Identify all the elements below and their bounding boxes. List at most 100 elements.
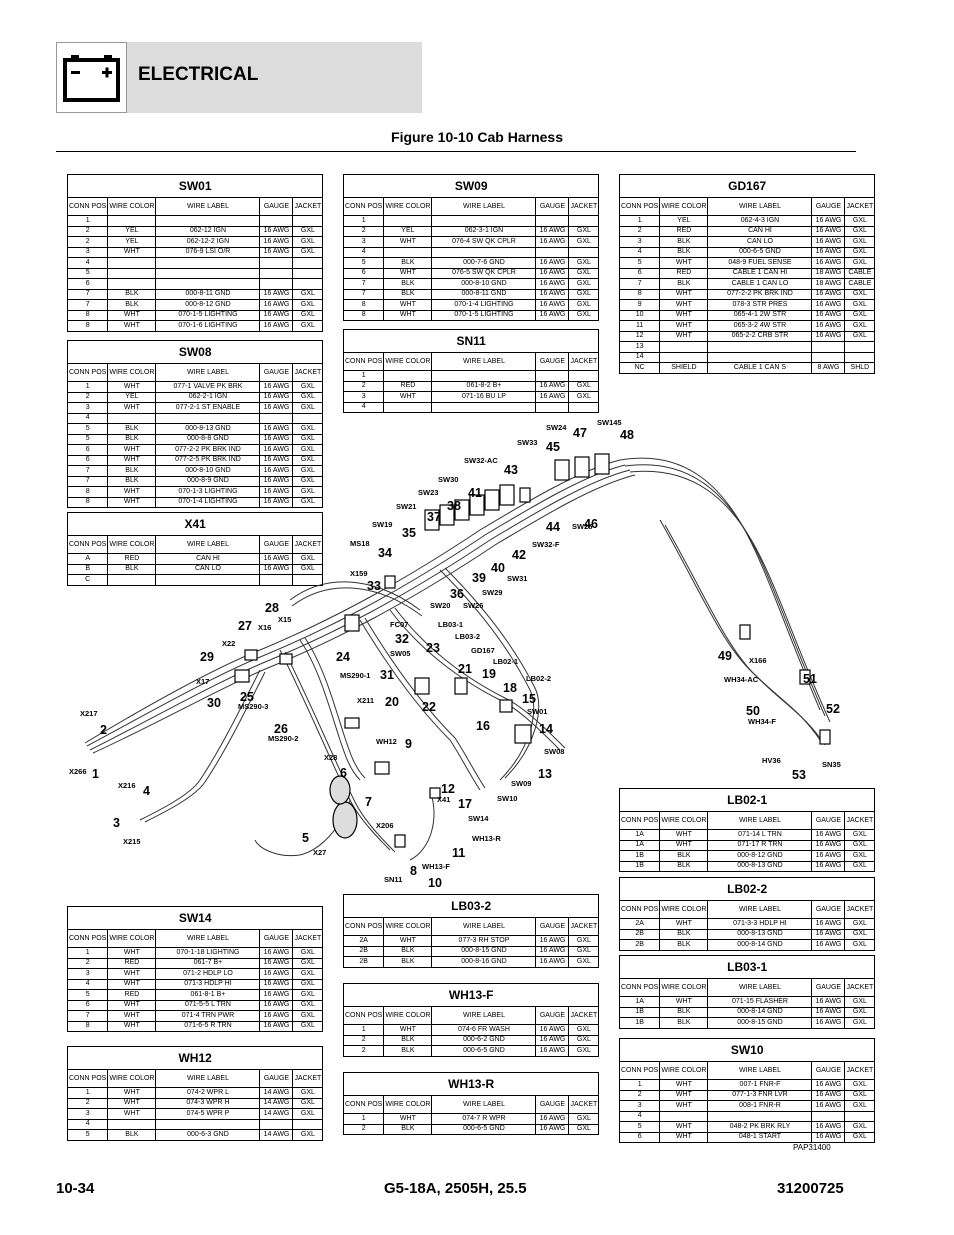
table-cell: 048-1 START: [707, 1131, 813, 1143]
callout-number: 42: [512, 548, 526, 562]
table-cell: BLK: [383, 1123, 433, 1135]
table-cell: 3: [66, 968, 109, 980]
connector-label: SW01: [527, 707, 547, 716]
table-cell: 7: [66, 288, 109, 300]
table-cell: BLK: [659, 246, 709, 258]
table-cell: 16 AWG: [259, 381, 294, 393]
table-title: LB03-2: [342, 894, 600, 918]
table-cell: [383, 370, 433, 382]
table-cell: [259, 574, 294, 586]
table-cell: GXL: [292, 225, 324, 237]
table-cell: 13: [618, 341, 661, 353]
table-cell: 2: [342, 1045, 385, 1057]
table-cell: 2A: [342, 935, 385, 947]
table-row: 4: [66, 1118, 324, 1130]
column-header: GAUGE: [259, 363, 294, 382]
table-cell: WHT: [107, 1108, 157, 1120]
connector-label: SW23: [418, 488, 438, 497]
table-cell: 2: [618, 225, 661, 237]
table-cell: 16 AWG: [535, 1034, 570, 1046]
table-cell: YEL: [107, 236, 157, 248]
table-cell: 16 AWG: [811, 236, 846, 248]
table-row: 1: [342, 370, 600, 382]
table-cell: [259, 215, 294, 227]
table-cell: [107, 215, 157, 227]
table-cell: WHT: [383, 1024, 433, 1036]
table-row: 4: [342, 246, 600, 258]
table-cell: WHT: [383, 309, 433, 321]
table-cell: 8: [66, 496, 109, 508]
table-cell: WHT: [383, 236, 433, 248]
table-cell: 2: [342, 225, 385, 237]
callout-number: 2: [100, 723, 107, 737]
table-cell: 074-3 WPR H: [155, 1097, 261, 1109]
table-cell: [383, 215, 433, 227]
table-cell: BLK: [383, 945, 433, 957]
table-cell: 6: [618, 1131, 661, 1143]
table-cell: [811, 341, 846, 353]
table-cell: 074-7 R WPR: [431, 1113, 537, 1125]
table-cell: 007-1 FNR-F: [707, 1079, 813, 1091]
callout-number: 48: [620, 428, 634, 442]
connector-label: SW29: [482, 588, 502, 597]
table-cell: CABLE 1 CAN LO: [707, 278, 813, 290]
table-cell: [707, 1110, 813, 1122]
table-cell: 076-5 SW QK CPLR: [431, 267, 537, 279]
table-cell: 5: [66, 1129, 109, 1141]
connector-label: HV36: [762, 756, 781, 765]
table-cell: 16 AWG: [811, 299, 846, 311]
table-cell: 2: [342, 1034, 385, 1046]
table-cell: GXL: [844, 215, 876, 227]
table-cell: 8: [618, 288, 661, 300]
table-cell: 062-12 IGN: [155, 225, 261, 237]
table-cell: 071-16 BU LP: [431, 391, 537, 403]
table-cell: 16 AWG: [259, 999, 294, 1011]
connector-label: FC07: [390, 620, 408, 629]
table-cell: 8: [66, 1020, 109, 1032]
table-cell: 16 AWG: [259, 978, 294, 990]
table-cell: 000-8-15 GND: [431, 945, 537, 957]
table-cell: GXL: [568, 1034, 600, 1046]
column-header: JACKET: [292, 197, 324, 216]
table-cell: 065-3-2 4W STR: [707, 320, 813, 332]
table-cell: 16 AWG: [811, 320, 846, 332]
connector-label: WH34-F: [748, 717, 776, 726]
table-cell: 1: [66, 1087, 109, 1099]
callout-number: 22: [422, 700, 436, 714]
column-header: WIRE COLOR: [659, 811, 709, 830]
footer-page: 10-34: [56, 1180, 95, 1197]
table-cell: GXL: [292, 957, 324, 969]
table-cell: GXL: [844, 320, 876, 332]
column-header: JACKET: [844, 978, 876, 997]
column-header: GAUGE: [259, 1069, 294, 1088]
table-cell: WHT: [659, 1089, 709, 1101]
connector-label: SW09: [511, 779, 531, 788]
table-cell: SHLD: [844, 362, 876, 374]
callout-number: 41: [468, 486, 482, 500]
connector-label: MS290-1: [340, 671, 370, 680]
column-header: WIRE LABEL: [431, 1095, 537, 1114]
table-cell: WHT: [659, 309, 709, 321]
table-cell: WHT: [107, 947, 157, 959]
callout-number: 45: [546, 440, 560, 454]
table-cell: 077-3 RH STOP: [431, 935, 537, 947]
table-cell: 077-1-3 FNR LVR: [707, 1089, 813, 1101]
connector-label: SW30: [438, 475, 458, 484]
table-cell: GXL: [292, 299, 324, 311]
table-cell: [535, 401, 570, 413]
table-cell: 000-6-2 GND: [431, 1034, 537, 1046]
column-header: GAUGE: [259, 535, 294, 554]
table-cell: RED: [659, 267, 709, 279]
table-cell: 4: [66, 1118, 109, 1130]
